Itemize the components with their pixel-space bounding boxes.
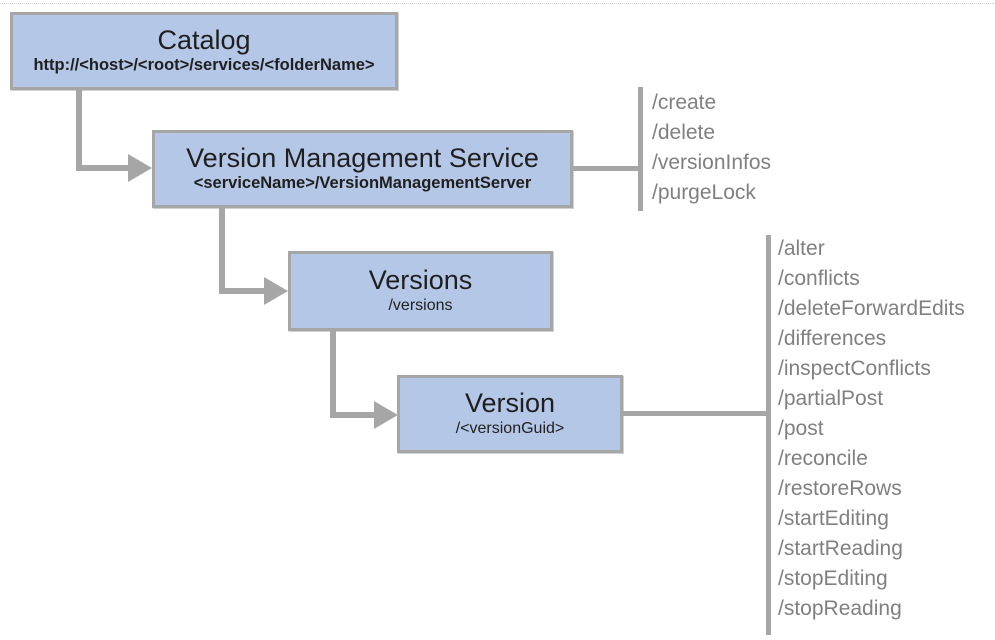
endpoint-item: /deleteForwardEdits — [778, 297, 965, 320]
arrowhead-icon — [374, 401, 398, 429]
endpoint-item: /restoreRows — [778, 477, 902, 500]
endpoint-item: /differences — [778, 327, 887, 350]
version-endpoint-list: /alter /conflicts /deleteForwardEdits /d… — [778, 234, 965, 624]
node-vms-title: Version Management Service — [186, 143, 539, 174]
endpoint-item: /partialPost — [778, 387, 884, 410]
node-version-subtitle: /<versionGuid> — [455, 419, 565, 437]
node-versions-title: Versions — [368, 265, 473, 296]
endpoint-item: /reconcile — [778, 447, 868, 470]
node-versions: Versions /versions — [288, 251, 553, 331]
connector-versions-version-horizontal — [330, 412, 376, 418]
node-catalog: Catalog http://<host>/<root>/services/<f… — [10, 12, 398, 90]
connector-catalog-vms-vertical — [76, 90, 82, 171]
connector-versions-version-vertical — [330, 331, 336, 418]
endpoint-item: /startEditing — [778, 507, 889, 530]
node-version-management-service: Version Management Service <serviceName>… — [152, 130, 573, 208]
endpoint-item: /create — [652, 91, 717, 114]
endpoint-item: /versionInfos — [652, 151, 772, 174]
node-versions-subtitle: /versions — [388, 296, 453, 314]
vms-endpoint-list: /create /delete /versionInfos /purgeLock — [652, 88, 771, 208]
arrowhead-icon — [264, 277, 288, 305]
endpoint-item: /stopEditing — [778, 567, 888, 590]
vms-endpoints-bracket — [638, 87, 643, 211]
endpoint-item: /purgeLock — [652, 181, 756, 204]
arrowhead-icon — [128, 154, 152, 182]
connector-catalog-vms-horizontal — [76, 165, 130, 171]
endpoint-item: /inspectConflicts — [778, 357, 931, 380]
endpoint-item: /conflicts — [778, 267, 860, 290]
endpoint-item: /stopReading — [778, 597, 902, 620]
vms-endpoints-connector — [573, 166, 638, 171]
node-catalog-title: Catalog — [157, 25, 251, 56]
node-vms-subtitle: <serviceName>/VersionManagementServer — [193, 174, 532, 193]
endpoint-item: /alter — [778, 237, 825, 260]
endpoint-item: /post — [778, 417, 824, 440]
version-endpoints-connector — [623, 411, 766, 416]
top-dotted-line — [0, 3, 995, 4]
version-endpoints-bracket — [766, 235, 771, 635]
endpoint-item: /startReading — [778, 537, 903, 560]
connector-vms-versions-vertical — [219, 208, 225, 294]
endpoint-item: /delete — [652, 121, 716, 144]
node-version: Version /<versionGuid> — [397, 375, 623, 453]
connector-vms-versions-horizontal — [219, 288, 266, 294]
node-catalog-subtitle: http://<host>/<root>/services/<folderNam… — [33, 56, 375, 75]
node-version-title: Version — [464, 388, 556, 419]
